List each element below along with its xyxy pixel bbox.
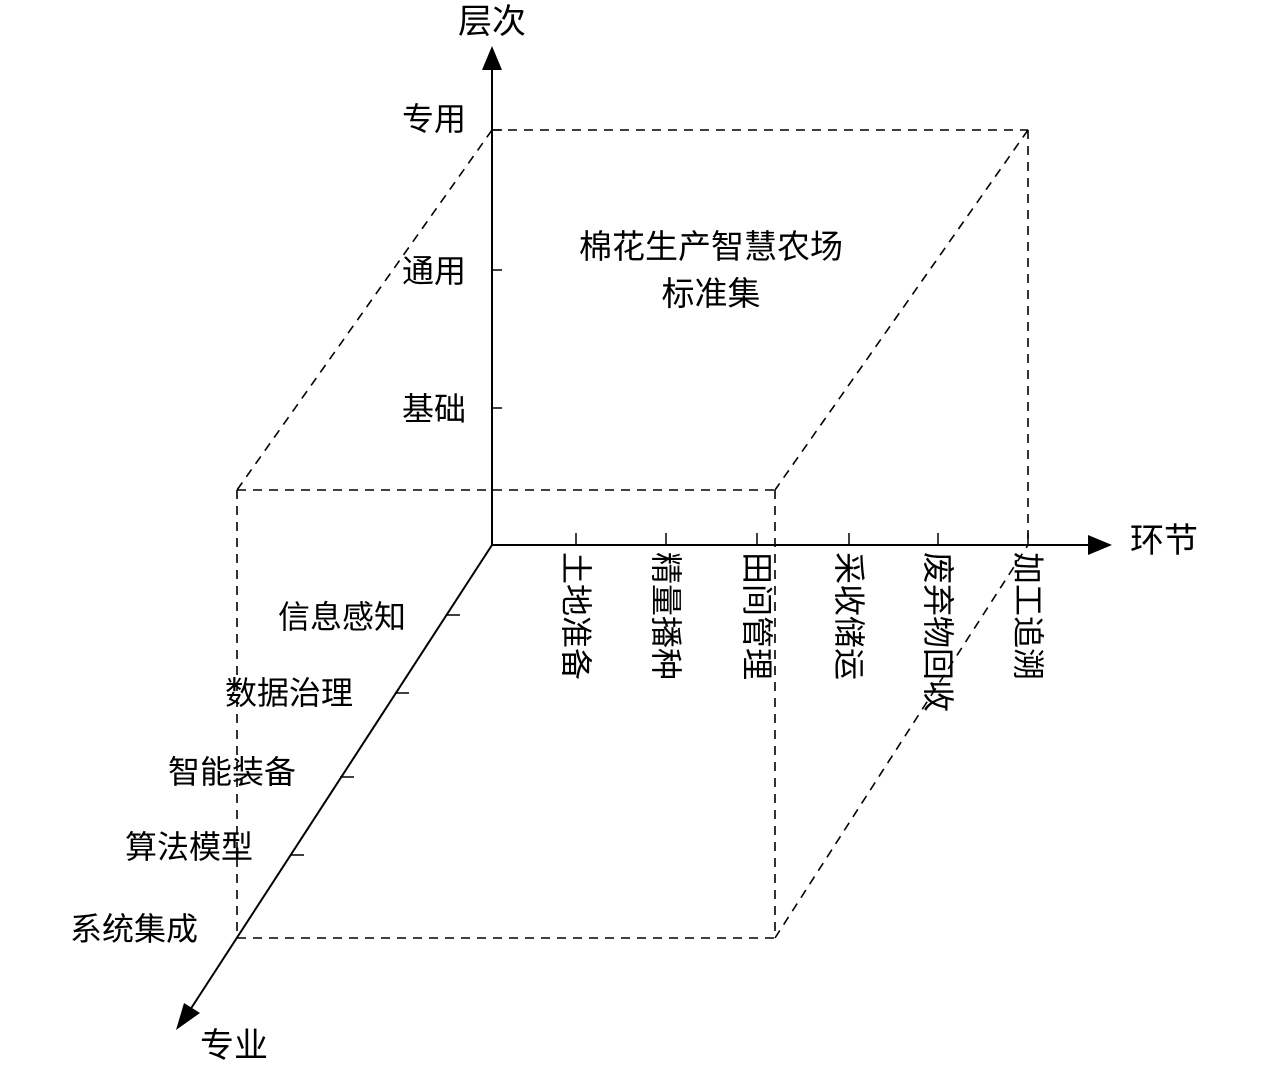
discipline-label: 智能装备 bbox=[168, 753, 296, 791]
depth-axis-arrow bbox=[176, 1003, 200, 1030]
stage-label: 采收储运 bbox=[830, 552, 868, 680]
stage-label: 精量播种 bbox=[647, 552, 685, 680]
stage-label: 土地准备 bbox=[557, 552, 595, 680]
cube-bottom-right-diagonal bbox=[774, 544, 1029, 939]
depth-axis-ticks bbox=[290, 614, 460, 856]
horizontal-axis-title: 环节 bbox=[1130, 521, 1198, 561]
stage-label: 田间管理 bbox=[738, 552, 776, 680]
discipline-label: 系统集成 bbox=[70, 910, 198, 948]
center-label-line-1: 棉花生产智慧农场 bbox=[579, 227, 843, 266]
vertical-axis-title: 层次 bbox=[458, 2, 526, 42]
vertical-level-label: 通用 bbox=[402, 252, 466, 290]
discipline-label: 数据治理 bbox=[225, 674, 353, 712]
discipline-label: 信息感知 bbox=[278, 598, 406, 636]
discipline-label: 算法模型 bbox=[125, 828, 253, 866]
depth-axis-title: 专业 bbox=[200, 1026, 268, 1066]
horizontal-axis-ticks bbox=[575, 533, 1029, 545]
vertical-axis-arrow bbox=[482, 46, 502, 70]
axes bbox=[176, 46, 1112, 1030]
vertical-axis-ticks bbox=[492, 129, 502, 409]
vertical-level-label: 专用 bbox=[402, 100, 466, 138]
cube-top-right-diagonal bbox=[774, 129, 1029, 491]
discipline-labels: 信息感知 数据治理 智能装备 算法模型 系统集成 bbox=[70, 598, 406, 948]
stage-label: 加工追溯 bbox=[1009, 552, 1047, 680]
vertical-level-label: 基础 bbox=[402, 390, 466, 428]
cube-top-left-diagonal bbox=[236, 129, 493, 491]
stage-label: 废弃物回收 bbox=[919, 552, 957, 712]
center-label-line-2: 标准集 bbox=[662, 274, 761, 313]
stage-labels: 土地准备 精量播种 田间管理 采收储运 废弃物回收 加工追溯 bbox=[557, 552, 1047, 712]
dashed-cube-frame bbox=[236, 129, 1029, 939]
horizontal-axis-arrow bbox=[1088, 535, 1112, 555]
